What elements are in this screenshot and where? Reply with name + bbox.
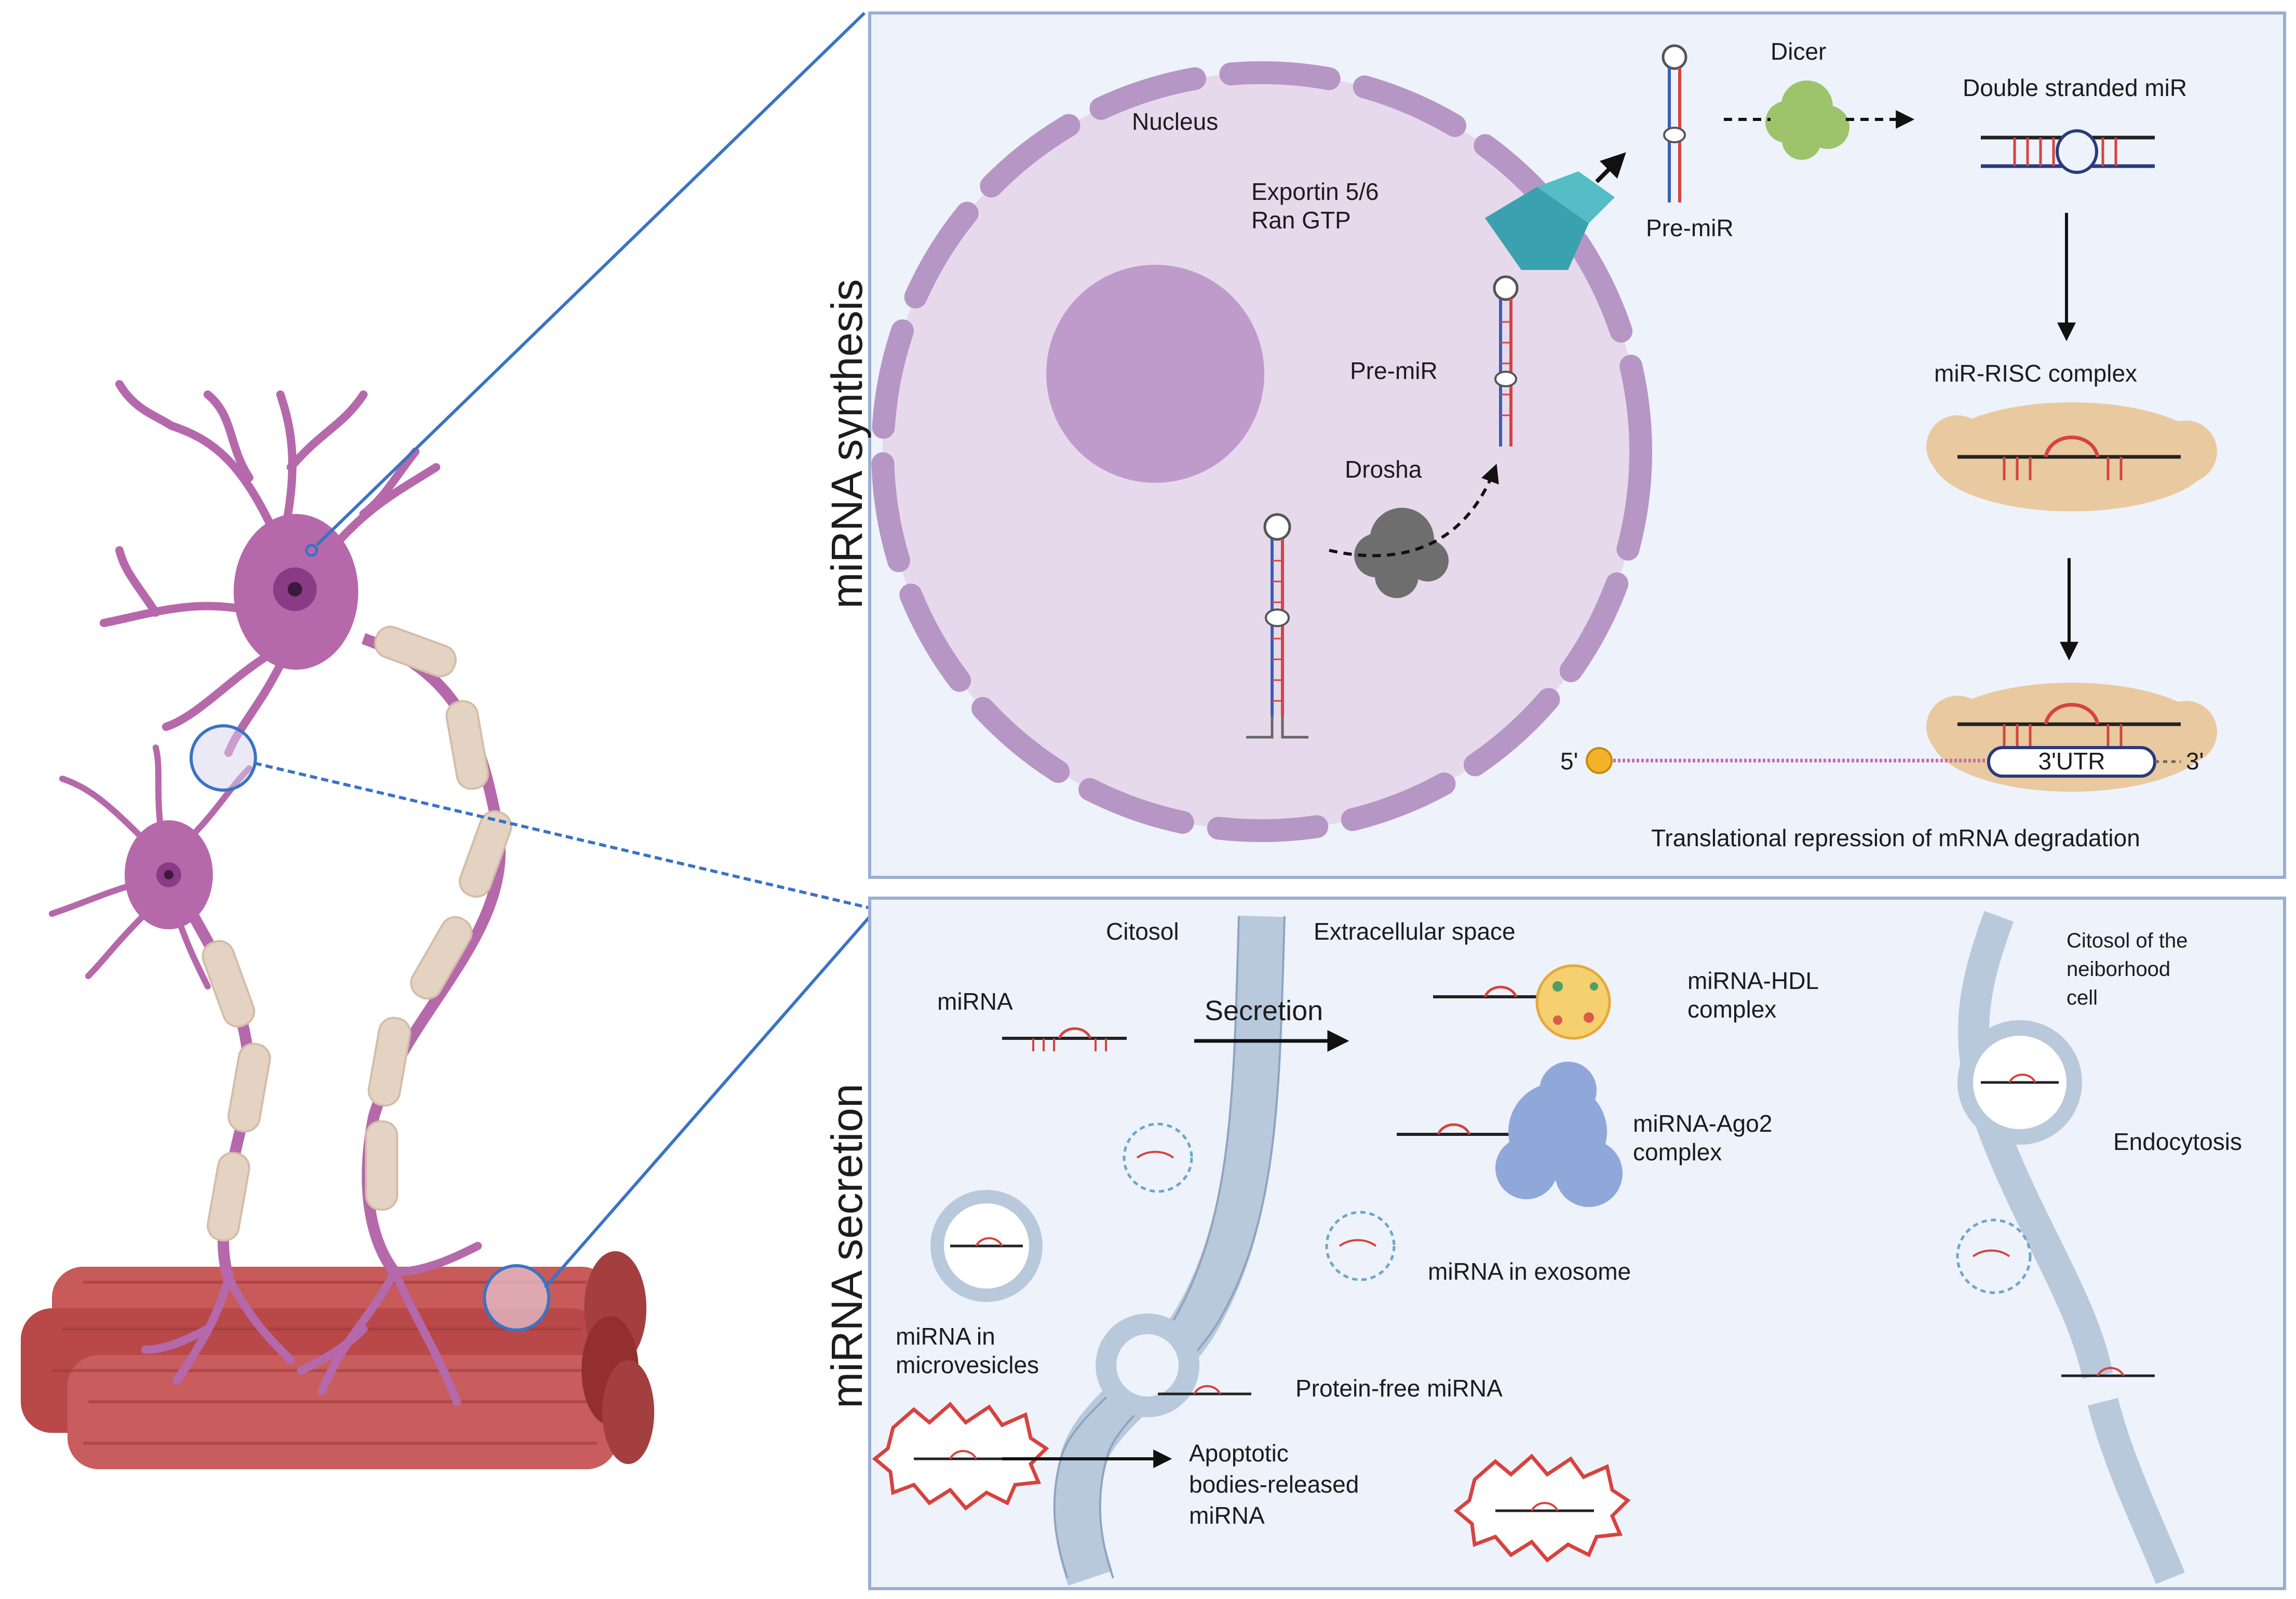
zoom-lines — [254, 11, 874, 1289]
dicer-label: Dicer — [1771, 38, 1826, 65]
zoom-circle-junction — [483, 1264, 550, 1332]
exportin-channel — [1485, 152, 1626, 270]
myelin-sheath — [201, 626, 512, 1242]
risc-complex — [1926, 402, 2217, 511]
protein-free-mirna — [1158, 1385, 1251, 1395]
utr-label: 3'UTR — [2038, 748, 2105, 775]
drosha-label: Drosha — [1345, 456, 1422, 483]
protein-free-label: Protein-free miRNA — [1295, 1375, 1503, 1402]
nucleus-label: Nucleus — [1132, 108, 1218, 135]
dicer-enzyme — [1765, 80, 1849, 160]
pri-mir-hairpin — [1246, 513, 1308, 739]
exportin-label-1: Exportin 5/6 — [1251, 178, 1379, 205]
neuron-illustration — [21, 380, 654, 1469]
neuron-2 — [49, 744, 252, 990]
double-stranded-label: Double stranded miR — [1963, 74, 2187, 101]
hdl-complex — [1433, 964, 1611, 1040]
ago2-label-1: miRNA-Ago2 — [1633, 1110, 1772, 1137]
nucleolus — [1046, 265, 1264, 483]
mirna-strand — [1002, 1027, 1127, 1051]
microvesicles-label-2: microvesicles — [896, 1351, 1039, 1378]
exosome-neighbor — [1956, 1218, 2032, 1294]
neighbor-label-3: cell — [2067, 986, 2098, 1009]
mrna-cap — [1586, 747, 1613, 774]
pre-mir-hairpin-inside — [1493, 275, 1519, 446]
microvesicles-label-1: miRNA in — [896, 1323, 995, 1350]
hdl-label-1: miRNA-HDL — [1687, 967, 1819, 994]
nucleus — [883, 73, 1641, 831]
nuclear-envelope — [871, 61, 1652, 842]
ago2-complex — [1397, 1062, 1623, 1207]
repression-label: Translational repression of mRNA degrada… — [1651, 824, 2140, 851]
synthesis-title: miRNA synthesis — [822, 279, 871, 609]
pre-mir-outside-label: Pre-miR — [1646, 214, 1734, 241]
extracellular-label: Extracellular space — [1314, 918, 1516, 945]
apoptotic-body-cytosol — [872, 1402, 1049, 1511]
mirna-in-membrane — [2061, 1367, 2155, 1377]
zoom-circle-synapse — [190, 724, 257, 792]
three-prime-label: 3' — [2186, 748, 2204, 775]
secretion-title: miRNA secretion — [822, 1083, 871, 1408]
microvesicle — [930, 1190, 1043, 1302]
hdl-label-2: complex — [1687, 996, 1776, 1023]
double-stranded-mir — [1981, 129, 2155, 174]
five-prime-label: 5' — [1560, 748, 1578, 775]
exportin-label-2: Ran GTP — [1251, 207, 1351, 234]
neighbor-label-2: neiborhood — [2067, 958, 2170, 981]
neighbor-label-1: Citosol of the — [2067, 929, 2187, 952]
apoptotic-label-1: Apoptotic — [1189, 1440, 1289, 1467]
exosome-label: miRNA in exosome — [1428, 1258, 1631, 1285]
exosome-cytosol — [1123, 1122, 1193, 1193]
endocytosis-label: Endocytosis — [2113, 1128, 2242, 1155]
risc-label: miR-RISC complex — [1934, 360, 2137, 387]
axon-terminals — [141, 1242, 482, 1406]
pre-mir-inside-label: Pre-miR — [1350, 357, 1438, 384]
apoptotic-label-3: miRNA — [1189, 1502, 1265, 1529]
citosol-label: Citosol — [1106, 918, 1179, 945]
pre-mir-hairpin-outside — [1662, 44, 1687, 202]
exosome-extracellular — [1325, 1211, 1396, 1281]
apoptotic-body-extracellular — [1453, 1454, 1631, 1563]
ago2-label-2: complex — [1633, 1139, 1722, 1166]
apoptotic-label-2: bodies-released — [1189, 1471, 1359, 1498]
zoom-circle-soma — [305, 544, 318, 557]
secretion-label: Secretion — [1205, 995, 1323, 1026]
mirna-label: miRNA — [937, 988, 1013, 1015]
budding-vesicle — [1096, 1313, 1199, 1417]
